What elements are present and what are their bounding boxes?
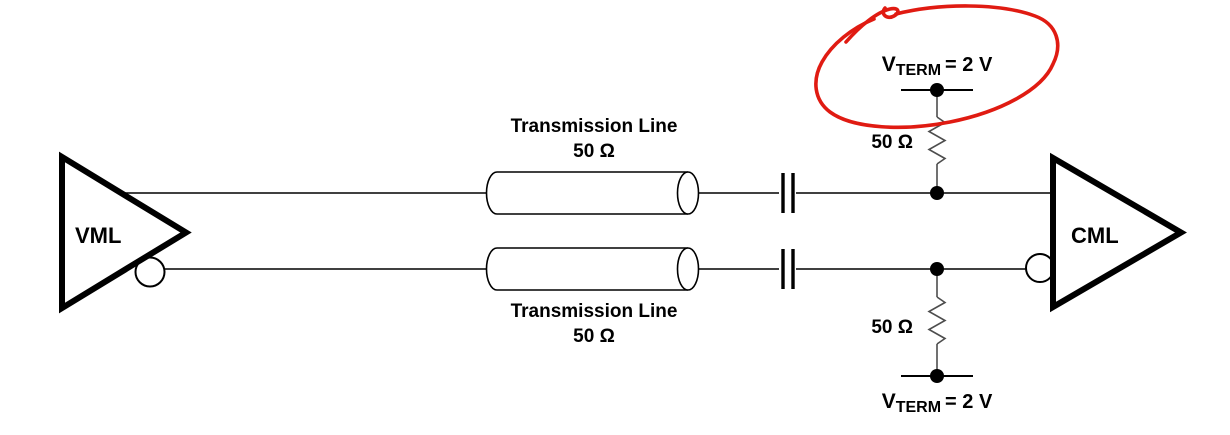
vterm-subscript: TERM [896, 399, 941, 416]
bottom-resistor-zigzag [927, 296, 947, 345]
top-transmission-line-symbol [485, 171, 700, 215]
bottom-termination-resistor-label: 50 Ω [871, 317, 913, 338]
bottom-termination-network [901, 262, 973, 383]
top-termination-resistor-label: 50 Ω [871, 132, 913, 153]
top-wire-junction-dot [930, 186, 944, 200]
annotation-flourish [844, 6, 900, 44]
top-coupling-capacitor [781, 173, 795, 213]
cylinder-left-cap [485, 247, 498, 291]
bottom-transmission-line-symbol [485, 247, 700, 291]
receiver-label: CML [1071, 223, 1119, 248]
bottom-vterm-rail-dot [930, 369, 944, 383]
handwritten-circle-annotation [814, 4, 1060, 130]
top-transmission-line-impedance: 50 Ω [573, 141, 615, 162]
bottom-wire-junction-dot [930, 262, 944, 276]
vterm-value: = 2 V [945, 54, 993, 76]
cml-receiver-triangle [1050, 152, 1187, 313]
differential-wires [120, 192, 1052, 270]
cylinder-right-cap [676, 171, 700, 215]
vterm-value: = 2 V [945, 391, 993, 413]
bottom-vterm-label: VTERM= 2 V [882, 390, 993, 416]
top-vterm-rail-dot [930, 83, 944, 97]
vterm-symbol: V [882, 390, 896, 413]
vml-driver-triangle [59, 151, 192, 314]
bottom-transmission-line-title: Transmission Line [511, 301, 678, 322]
top-vterm-label: VTERM= 2 V [882, 53, 993, 79]
receiver-inverting-input-bubble [1025, 253, 1055, 283]
annotation-loop [814, 4, 1060, 130]
driver-label: VML [75, 223, 121, 248]
vterm-subscript: TERM [896, 62, 941, 79]
vterm-symbol: V [882, 53, 896, 76]
cylinder-left-cap [485, 171, 498, 215]
bottom-transmission-line-impedance: 50 Ω [573, 326, 615, 347]
cylinder-right-cap [676, 247, 700, 291]
bottom-coupling-capacitor [781, 249, 795, 289]
top-transmission-line-title: Transmission Line [511, 116, 678, 137]
